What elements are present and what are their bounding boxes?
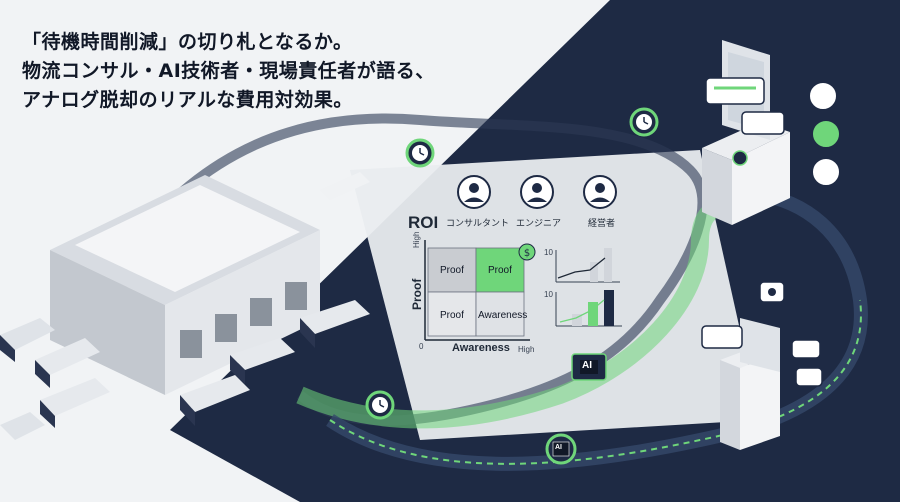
headline-line-3: アナログ脱却のリアルな費用対効果。: [22, 89, 353, 111]
ai-chip-icon-bottom: [545, 433, 577, 465]
matrix-cell-highlight: [475, 247, 525, 293]
support-headset-icon: [811, 157, 841, 187]
chat-bubble-icon: [705, 77, 765, 105]
x-high-label: High: [518, 345, 535, 354]
persona-label-executive: 経営者: [588, 218, 616, 228]
chat-bubble-icon: [791, 339, 821, 359]
support-headset-icon: [808, 81, 838, 111]
warehouse-icon: [50, 175, 320, 395]
chat-bubble-icon: [759, 281, 785, 303]
matrix-cell-label: Proof: [440, 265, 464, 276]
mini-line-chart: [555, 248, 620, 283]
proof-awareness-matrix: [424, 240, 530, 341]
matrix-cell: [475, 291, 525, 337]
clock-icon: [629, 107, 659, 137]
lower-route-line: [329, 299, 862, 465]
truck-icon: [230, 338, 295, 384]
ai-chip-label: AI: [582, 360, 592, 371]
truck-icon: [0, 412, 45, 440]
consultant-avatar-icon: [457, 175, 491, 209]
mini-chart-ytick: 10: [544, 248, 553, 257]
matrix-cell-label: Awareness: [478, 310, 528, 321]
center-panel: [350, 150, 760, 440]
dollar-icon: $: [518, 243, 536, 261]
chat-bubble-icon: [701, 325, 743, 349]
support-headset-icon: [811, 119, 841, 149]
chat-bubble-icon: [795, 367, 823, 387]
mini-chart-ytick: 10: [544, 290, 553, 299]
green-route-glow: [296, 197, 745, 429]
kiosk-terminal-icon: [702, 40, 790, 225]
matrix-cell-label: Proof: [440, 310, 464, 321]
persona-label-engineer: エンジニア: [516, 218, 562, 228]
kiosk-terminal-icon: [720, 318, 780, 450]
clock-icon: [405, 138, 435, 168]
matrix-cell: [427, 247, 477, 293]
roi-label: ROI: [408, 213, 439, 232]
ai-chip-label-bottom: AI: [555, 444, 562, 451]
chat-bubble-icon: [741, 111, 785, 135]
truck-icon: [0, 318, 55, 362]
matrix-cell-label: Proof: [488, 265, 512, 276]
y-axis-label: Proof: [410, 278, 424, 310]
persona-label-consultant: コンサルタント: [446, 218, 510, 228]
headline: 「待機時間削減」の切り札となるか。 物流コンサル・AI技術者・現場責任者が語る、…: [22, 28, 492, 115]
y-high-label: High: [412, 231, 421, 248]
svg-text:$: $: [524, 248, 530, 259]
headline-line-2: 物流コンサル・AI技術者・現場責任者が語る、: [22, 60, 435, 82]
ai-chip-icon: [571, 353, 607, 381]
mini-bar-chart: [555, 290, 622, 327]
truck-icon: [320, 172, 370, 200]
x-axis-label: Awareness: [452, 342, 510, 354]
origin-label: 0: [419, 342, 424, 351]
executive-avatar-icon: [583, 175, 617, 209]
truck-icon: [180, 375, 250, 426]
truck-icon: [35, 338, 100, 388]
truck-icon: [40, 378, 110, 428]
headline-line-1: 「待機時間削減」の切り札となるか。: [22, 31, 353, 53]
engineer-avatar-icon: [520, 175, 554, 209]
truck-icon: [300, 300, 370, 348]
clock-icon: [365, 390, 395, 420]
